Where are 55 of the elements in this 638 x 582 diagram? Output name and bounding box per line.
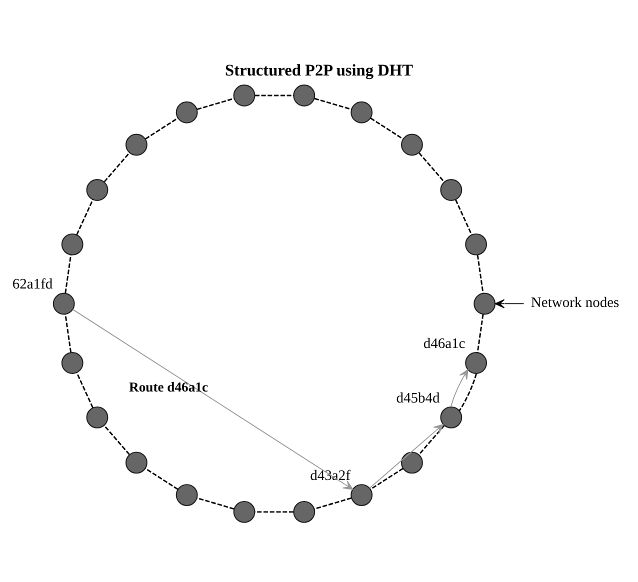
arrow xyxy=(369,424,444,489)
node-circle xyxy=(350,484,373,506)
connector xyxy=(370,468,404,490)
node-circle xyxy=(465,352,488,374)
connector xyxy=(76,199,94,235)
node-text: Network nodes xyxy=(530,295,620,312)
connector xyxy=(76,372,94,408)
connector xyxy=(314,497,352,510)
node-circle xyxy=(293,84,316,106)
connector xyxy=(454,199,472,236)
node-circle xyxy=(401,134,423,156)
diagram-title: Structured P2P using DHT xyxy=(225,60,414,80)
connector xyxy=(476,254,484,294)
node-circle xyxy=(86,406,108,428)
node-circle xyxy=(401,452,423,474)
node-circle xyxy=(125,134,148,156)
node-circle xyxy=(440,179,462,201)
node-circle xyxy=(440,406,462,428)
node-circle xyxy=(350,101,373,124)
node-circle xyxy=(86,179,108,201)
node-circle xyxy=(293,500,316,523)
node-circle xyxy=(176,484,198,506)
node-circle xyxy=(52,292,75,315)
node-circle xyxy=(125,452,148,474)
connector xyxy=(458,373,477,412)
node-circle xyxy=(176,101,198,124)
connector xyxy=(196,98,234,110)
node-circle xyxy=(233,500,256,523)
node-circle xyxy=(61,233,84,256)
connector xyxy=(144,468,178,490)
arrow xyxy=(450,369,468,408)
node-label: d45b4d xyxy=(396,390,440,406)
connector xyxy=(418,425,445,456)
node-label: 62a1fd xyxy=(12,276,53,293)
connector xyxy=(196,497,234,510)
connector xyxy=(64,314,72,352)
node-circle xyxy=(61,352,84,374)
connector xyxy=(476,314,484,353)
node-circle xyxy=(474,292,496,315)
node-circle xyxy=(233,84,256,106)
node-label: d46a1c xyxy=(423,336,466,352)
arrow xyxy=(72,308,354,490)
arrow xyxy=(494,299,524,308)
connector xyxy=(254,511,294,513)
connector xyxy=(254,94,294,96)
node-circle xyxy=(465,233,488,256)
connector xyxy=(418,152,445,183)
connector xyxy=(145,117,178,140)
node-label: d43a2f xyxy=(310,468,350,484)
connector xyxy=(104,424,130,455)
edge-label: Route d46a1c xyxy=(128,379,208,394)
connector xyxy=(314,98,352,110)
connector xyxy=(64,254,72,294)
connector xyxy=(104,152,130,182)
connector xyxy=(370,118,404,140)
